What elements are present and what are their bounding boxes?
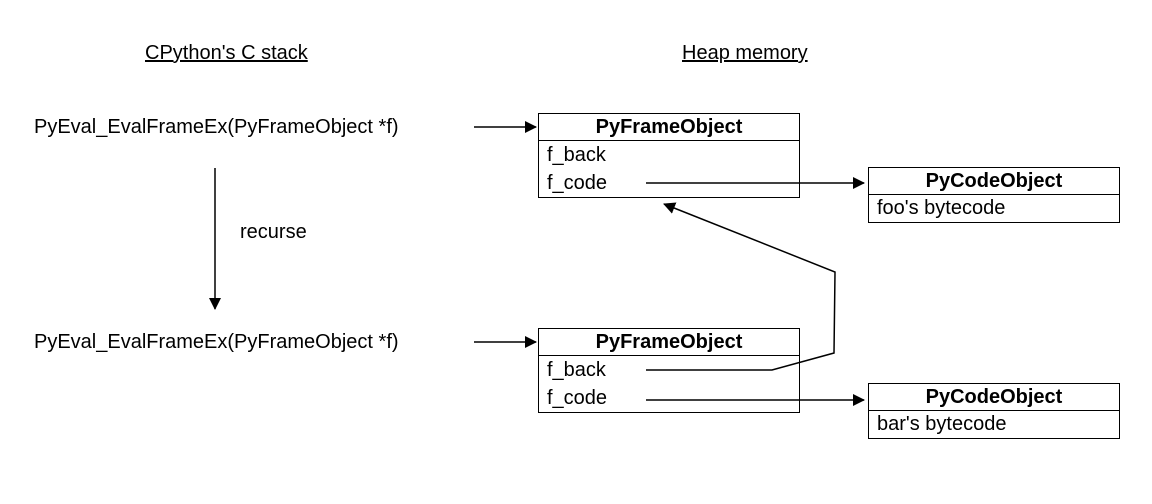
frame-object-title: PyFrameObject: [539, 114, 799, 141]
heap-memory-heading: Heap memory: [682, 42, 808, 64]
bytecode-label: bar's bytecode: [877, 413, 1007, 435]
code-object-title: PyCodeObject: [869, 168, 1119, 195]
frame-object-box-1: PyFrameObject f_back f_code: [538, 113, 800, 198]
eval-frame-call-1: PyEval_EvalFrameEx(PyFrameObject *f): [34, 116, 399, 138]
f-back-field: f_back: [547, 144, 606, 166]
f-code-field: f_code: [547, 387, 608, 409]
frame-object-title: PyFrameObject: [539, 329, 799, 356]
c-stack-heading: CPython's C stack: [145, 42, 308, 64]
recurse-label: recurse: [240, 221, 307, 243]
code-object-box-1: PyCodeObject foo's bytecode: [868, 167, 1120, 223]
bytecode-label: foo's bytecode: [877, 197, 1006, 219]
eval-frame-call-2: PyEval_EvalFrameEx(PyFrameObject *f): [34, 331, 399, 353]
code-object-title: PyCodeObject: [869, 384, 1119, 411]
f-back-field: f_back: [547, 359, 606, 381]
frame-object-box-2: PyFrameObject f_back f_code: [538, 328, 800, 413]
f-code-field: f_code: [547, 172, 608, 194]
code-object-box-2: PyCodeObject bar's bytecode: [868, 383, 1120, 439]
